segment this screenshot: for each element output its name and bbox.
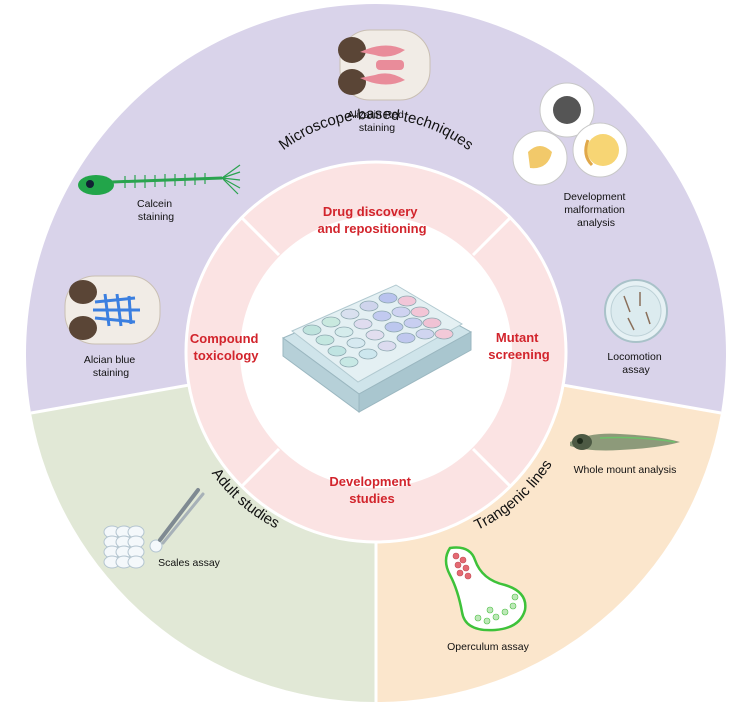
operculum-icon — [444, 546, 527, 632]
scales-label: Scales assay — [158, 557, 221, 569]
zebrafish-skeleton-icon — [78, 164, 241, 195]
zebrafish-head-icon — [338, 29, 431, 101]
alizarin-label: Alizarin Red staining — [347, 109, 407, 134]
development-label: Development malformation analysis — [564, 191, 629, 229]
zebrafish-head-icon — [64, 275, 161, 345]
larva-icon — [570, 433, 680, 451]
inner-right-label: Mutant screening — [488, 330, 549, 362]
petri-dish-icon — [604, 279, 668, 343]
scales-icon — [103, 525, 163, 569]
locomotion-label: Locomotion assay — [607, 351, 664, 376]
inner-left-label: Compound toxicology — [190, 331, 262, 363]
inner-top-label: Drug discovery and repositioning — [317, 204, 426, 236]
operculum-label: Operculum assay — [447, 641, 529, 653]
inner-bottom-label: Development studies — [329, 474, 414, 506]
tweezers-icon — [158, 488, 205, 545]
well-plate-icon — [282, 284, 473, 413]
whole-mount-label: Whole mount analysis — [574, 464, 677, 476]
calcein-label: Calcein staining — [137, 198, 175, 223]
alcian-label: Alcian blue staining — [84, 354, 138, 379]
embryo-icon — [512, 82, 628, 186]
